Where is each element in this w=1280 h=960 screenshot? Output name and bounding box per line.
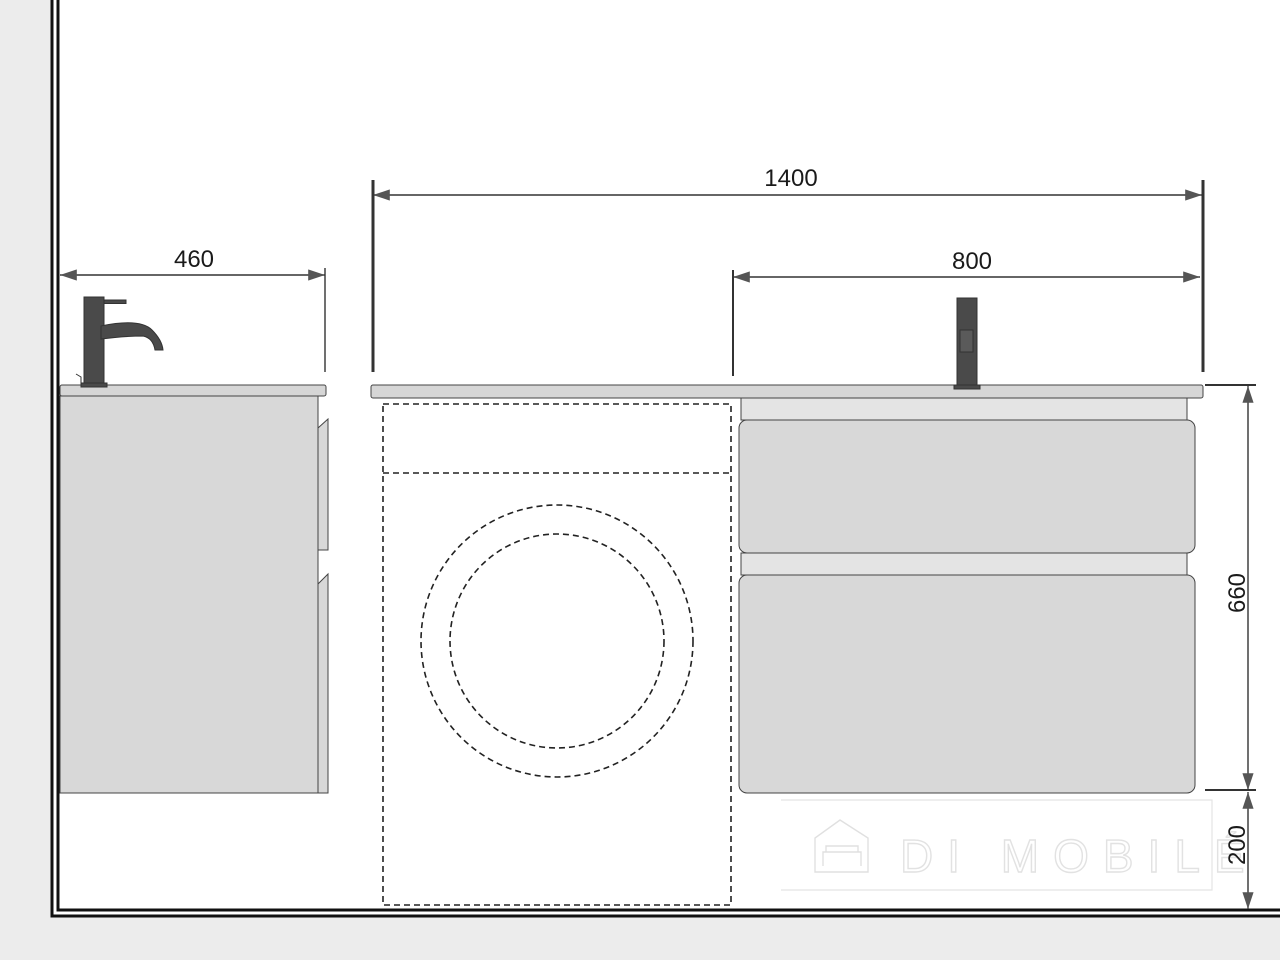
floor-section: [0, 916, 1280, 960]
left-countertop: [59, 384, 327, 397]
dim-label-800: 800: [952, 248, 992, 275]
left-drawer-front-upper: [317, 417, 329, 551]
dimension-800: [732, 270, 1200, 376]
main-countertop: [370, 384, 1204, 399]
watermark-brand: DI MOBILÉ: [900, 830, 1259, 882]
left-vanity-side-view: [59, 296, 329, 794]
dim-label-1400: 1400: [764, 165, 817, 192]
dim-label-460: 460: [174, 246, 214, 273]
house-sofa-icon: [814, 819, 869, 873]
drawer-lower: [738, 574, 1196, 794]
washer-door-inner: [449, 533, 665, 749]
washer-door-outer: [420, 504, 694, 778]
wall-line: [50, 0, 1280, 918]
faucet-side-icon: [75, 296, 164, 388]
dim-label-200: 200: [1224, 825, 1251, 865]
washing-machine-outline: [382, 403, 732, 906]
left-drawer-front-lower: [317, 572, 329, 794]
wall-section-left: [0, 0, 52, 960]
dimension-1400: [371, 180, 1205, 372]
watermark: DI MOBILÉ: [781, 799, 1259, 891]
right-vanity-cabinet: [738, 397, 1196, 794]
dim-label-660: 660: [1224, 573, 1251, 613]
faucet-front-icon: [953, 297, 981, 390]
drawer-upper: [738, 419, 1196, 554]
dimension-460: [60, 268, 326, 372]
dimension-660: [1205, 384, 1256, 791]
